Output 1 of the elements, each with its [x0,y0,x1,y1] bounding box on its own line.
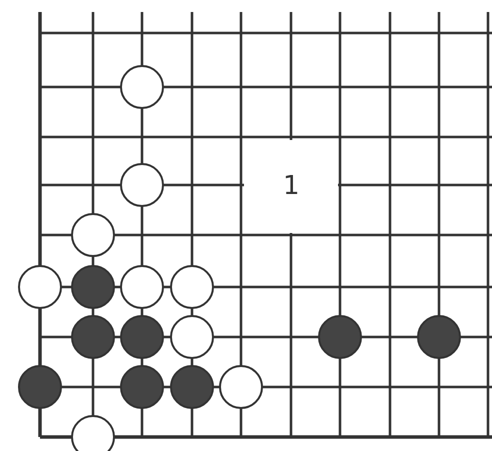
move-number: 1 [283,173,300,199]
